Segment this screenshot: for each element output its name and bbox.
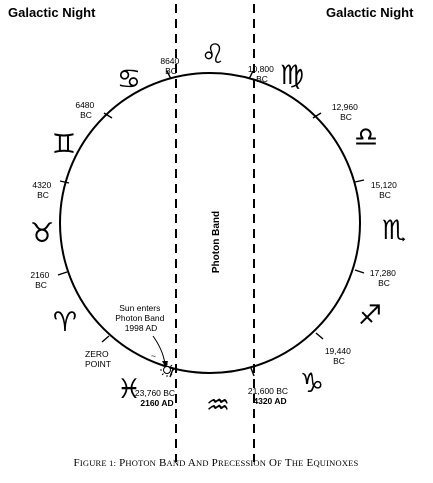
caption-label: FIGURE 1: [74,457,117,469]
date-17280-bc: 17,280 BC [370,268,398,288]
precession-circle [59,72,361,374]
capricorn-icon: ♑ [300,368,324,399]
date-6480-bc: 6480 BC [75,100,96,120]
date-12960-bc: 12,960 BC [332,102,360,122]
cancer-icon: ♋ [117,64,141,95]
leo-icon: ♌ [201,39,225,70]
aquarius-icon: ♒ [206,390,230,421]
figure-caption: FIGURE 1: PHOTON BAND AND PRECESSION OF … [74,457,359,469]
tick-zero-point [101,335,110,343]
caption-word: PRECESSION [212,457,266,469]
scorpio-icon: ♏ [382,215,406,246]
caption-word: OF [269,457,282,469]
date-19440-bc: 19,440 BC [325,346,353,366]
date-2160-bc: 2160 BC [30,270,51,290]
galactic-night-left-label: Galactic Night [8,5,96,20]
date-8640-bc: 8640 BC [160,56,181,76]
caption-word: BAND [159,457,186,469]
zero-point-label: ZERO POINT [85,349,111,369]
tick-17280-bc [354,269,365,274]
caption-word: PHOTON [119,457,156,469]
galactic-night-right-label: Galactic Night [326,5,414,20]
date-10800-bc: 10,800 BC [248,64,276,84]
tick-8640-bc [166,70,172,80]
taurus-icon: ♉ [30,218,54,249]
sun-enters-note: Sun enters Photon Band 1998 AD [115,303,167,333]
tick-10800-bc [248,70,254,80]
gemini-icon: ♊ [52,129,76,160]
sagittarius-icon: ♐ [358,300,382,331]
virgo-icon: ♍ [280,60,304,91]
tick-4320-bc [59,180,70,184]
tick-19440-bc [315,332,324,340]
tick-21600-bc [250,367,255,377]
caption-word: EQUINOXES [307,457,359,469]
date-21600-bc: 21,600 BC 4320 AD [248,381,292,406]
sun-icon [160,363,174,377]
sun-arrow-tail-mark: ~ [151,351,156,361]
pisces-icon: ♓ [117,374,141,405]
tick-2160-bc [57,271,68,276]
aries-icon: ♈ [53,307,77,338]
tick-12960-bc [312,112,322,119]
caption-word: AND [188,457,209,469]
tick-marks [57,70,365,378]
date-4320-bc: 4320 BC [32,180,53,200]
libra-icon: ♎ [354,122,378,153]
date-15120-bc: 15,120 BC [371,180,399,200]
date-23760-bc: 23,760 BC 2160 AD [135,383,179,408]
caption-word: THE [285,457,304,469]
tick-6480-bc [103,112,113,119]
tick-15120-bc [354,179,365,183]
photon-band-label: Photon Band [211,211,222,273]
